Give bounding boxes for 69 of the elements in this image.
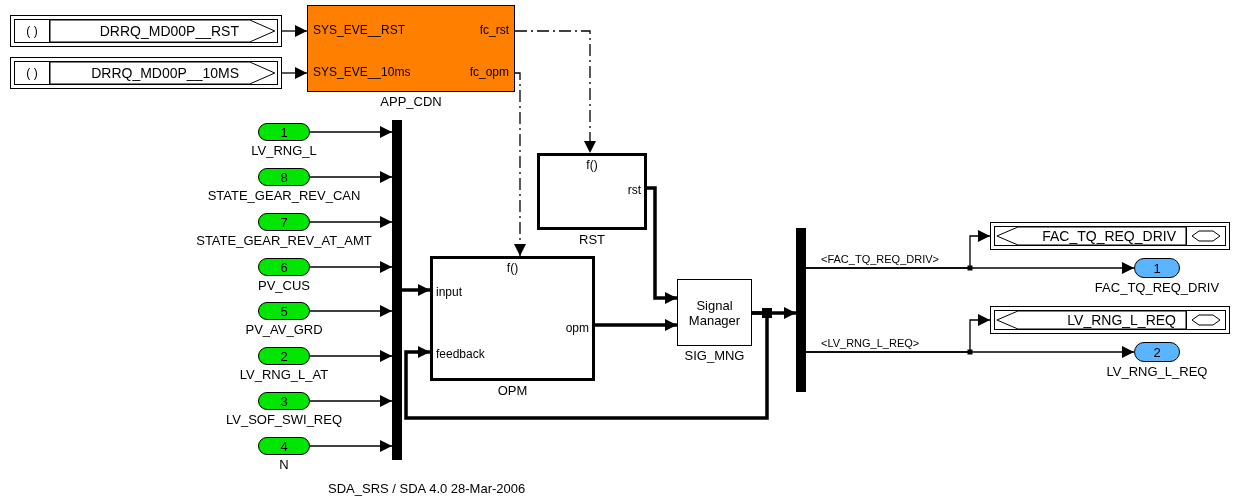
block-name: STATE_GEAR_REV_CAN [207,188,361,203]
inport-terminal: 5 [258,302,310,320]
signal-arrow [805,346,1135,358]
signal-arrow [309,261,393,273]
footer-note: SDA_SRS / SDA 4.0 28-Mar-2006 [328,481,526,496]
inport-terminal: 8 [258,168,310,186]
block-name: FAC_TQ_REQ_DRIV [1094,280,1220,295]
signal-arrow [309,171,393,183]
signal-arrow [404,311,769,420]
from-tag-block [10,57,282,89]
subsystem-block: Signal Manager [677,279,752,346]
inport-terminal: 4 [258,437,310,455]
subsystem-block [430,256,595,381]
bus-bar [392,120,402,460]
port-label: SYS_EVE__10ms [313,65,411,79]
port-label: feedback [436,347,485,361]
edge-label: <FAC_TQ_REQ_DRIV> [820,253,940,265]
function-call-arrow [514,72,526,257]
inport-terminal: 1 [258,123,310,141]
port-label: opm [565,321,589,335]
signal-arrow [309,126,393,138]
signal-arrow [805,262,1135,274]
goto-tag-block [990,222,1230,250]
goto-tag-block [990,306,1230,334]
block-name: LV_RNG_L [251,143,317,158]
signal-arrow [309,216,393,228]
signal-arrow [309,440,393,452]
port-label: f() [585,158,599,172]
block-name: RST [579,232,605,247]
signal-arrow [281,25,308,37]
port-label: SYS_EVE__RST [313,23,406,37]
block-name: LV_SOF_SWI_REQ [225,412,343,427]
block-name: LV_RNG_L_REQ [1106,364,1208,379]
outport-terminal: 1 [1134,258,1180,278]
block-name: LV_RNG_L_AT [239,367,329,382]
block-name: PV_AV_GRD [245,322,323,337]
port-label: fc_opm [469,65,509,79]
function-call-arrow [514,30,596,154]
block-name: PV_CUS [258,278,310,293]
tag-name: DRRQ_MD00P__10MS [91,65,239,81]
block-name: STATE_GEAR_REV_AT_AMT [196,233,372,248]
bus-bar [796,228,806,392]
inport-terminal: 3 [258,392,310,410]
block-name: SIG_MNG [684,348,745,363]
signal-arrow [309,350,393,362]
signal-arrow [281,67,308,79]
port-label: input [436,285,463,299]
subsystem-block [537,153,647,230]
signal-arrow [647,186,677,304]
outport-terminal: 2 [1134,342,1180,362]
edge-label: <LV_RNG_L_REQ> [820,337,921,349]
signal-arrow [402,284,430,296]
port-label: fc_rst [479,23,509,37]
port-label: rst [627,183,641,197]
tag-name: FAC_TQ_REQ_DRIV [1042,228,1176,244]
subsystem-block [307,5,515,92]
inport-terminal: 2 [258,347,310,365]
block-name: APP_CDN [380,94,442,109]
port-label: f() [505,261,520,275]
tag-name: DRRQ_MD00P__RST [99,23,239,39]
signal-arrow [309,305,393,317]
block-name: N [279,457,289,472]
signal-arrow [595,319,677,331]
block-name: OPM [497,383,528,398]
inport-terminal: 7 [258,213,310,231]
from-tag-block [10,15,282,47]
inport-terminal: 6 [258,258,310,276]
signal-arrow [309,395,393,407]
tag-name: LV_RNG_L_REQ [1067,312,1176,328]
